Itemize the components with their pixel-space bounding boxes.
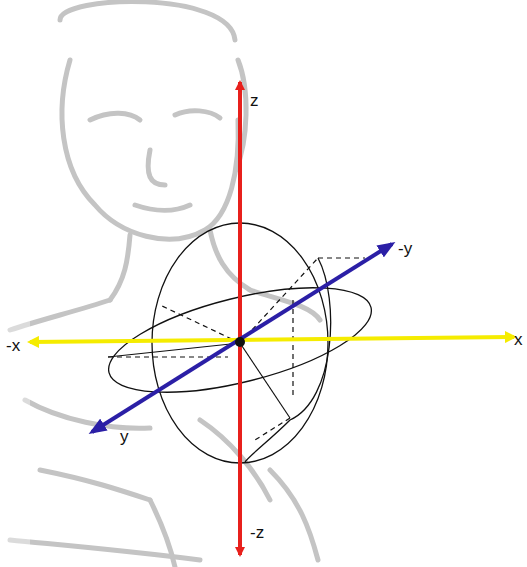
axis-label: y [120, 428, 129, 445]
z-axis [238, 82, 242, 555]
man-sketch [10, 2, 320, 567]
x-axis [30, 337, 514, 342]
origin-dot [235, 337, 245, 347]
axis-label: -z [250, 524, 264, 541]
axis-label: x [514, 331, 523, 348]
axis-label: -y [398, 240, 412, 257]
axis-label: -x [6, 337, 20, 354]
y-axis [92, 244, 392, 432]
axis-label: z [250, 92, 259, 109]
